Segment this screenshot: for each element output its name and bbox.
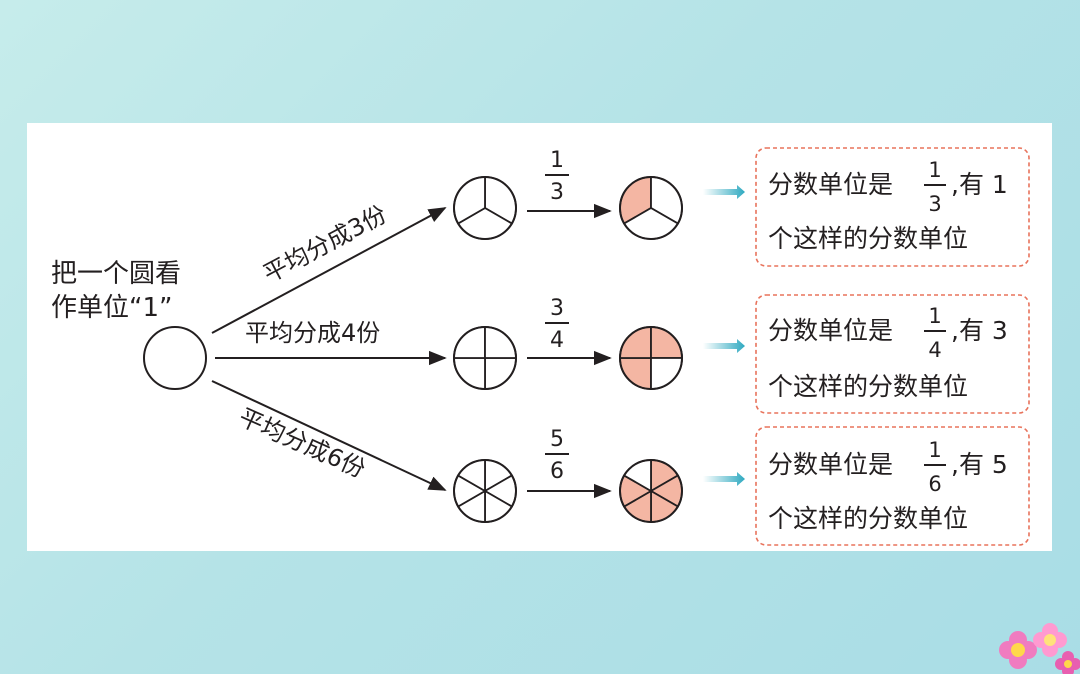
info-box-1 — [755, 147, 1030, 267]
box-unit-denominator-2: 4 — [928, 338, 941, 362]
start-text-line1: 把一个圆看 — [51, 259, 181, 289]
pointer-arrow-3 — [703, 472, 745, 486]
pointer-arrow-2 — [703, 339, 745, 353]
plain-pie-outline-3 — [453, 459, 517, 523]
box-suffix-2: ,有 3 — [951, 316, 1008, 345]
fraction-denominator-2: 4 — [550, 328, 564, 353]
shaded-pie-outline-2 — [619, 326, 683, 390]
unit-circle — [143, 326, 207, 390]
pie-shaded-3 — [619, 459, 683, 523]
pie-shaded-2 — [619, 326, 683, 390]
box-unit-denominator-3: 6 — [928, 472, 941, 496]
start-text-line2: 作单位“1” — [51, 293, 172, 323]
pie-shaded-1 — [619, 176, 683, 240]
box-suffix-3: ,有 5 — [951, 450, 1008, 479]
fraction-numerator-2: 3 — [550, 296, 564, 321]
branch-label-1: 平均分成3份 — [259, 200, 392, 288]
box-unit-numerator-3: 1 — [928, 438, 941, 462]
branch-arrow-1 — [211, 207, 447, 334]
branch-arrow-3 — [211, 380, 447, 491]
box-prefix-1: 分数单位是 — [768, 170, 893, 199]
fraction-denominator-3: 6 — [550, 459, 564, 484]
box-unit-numerator-1: 1 — [928, 158, 941, 182]
diagram-panel: 把一个圆看 作单位“1” 平均分成3份 平均分成4份 平均分成6份 1 3 分数… — [27, 123, 1052, 551]
fraction-numerator-3: 5 — [550, 427, 564, 452]
plain-pie-outline-1 — [453, 176, 517, 240]
info-box-3 — [755, 426, 1030, 546]
fraction-numerator-1: 1 — [550, 148, 564, 173]
plain-pie-outline-2 — [453, 326, 517, 390]
fraction-denominator-1: 3 — [550, 180, 564, 205]
box-suffix-1: ,有 1 — [951, 170, 1008, 199]
branch-label-3: 平均分成6份 — [235, 403, 370, 484]
box-prefix-2: 分数单位是 — [768, 316, 893, 345]
info-box-2 — [755, 294, 1030, 414]
box-prefix-3: 分数单位是 — [768, 450, 893, 479]
branch-label-2: 平均分成4份 — [245, 319, 380, 347]
shaded-pie-outline-1 — [619, 176, 683, 240]
pie-plain-3 — [453, 459, 517, 523]
box-line2-3: 个这样的分数单位 — [768, 504, 968, 533]
pie-plain-1 — [453, 176, 517, 240]
flower-decoration-icon — [999, 623, 1080, 674]
box-line2-2: 个这样的分数单位 — [768, 372, 968, 401]
pie-plain-2 — [453, 326, 517, 390]
fraction-unit-diagram: 把一个圆看 作单位“1” 平均分成3份 平均分成4份 平均分成6份 1 3 分数… — [51, 147, 1030, 546]
pointer-arrow-1 — [703, 185, 745, 199]
shaded-pie-outline-3 — [619, 459, 683, 523]
box-unit-numerator-2: 1 — [928, 304, 941, 328]
box-line2-1: 个这样的分数单位 — [768, 224, 968, 253]
box-unit-denominator-1: 3 — [928, 192, 941, 216]
